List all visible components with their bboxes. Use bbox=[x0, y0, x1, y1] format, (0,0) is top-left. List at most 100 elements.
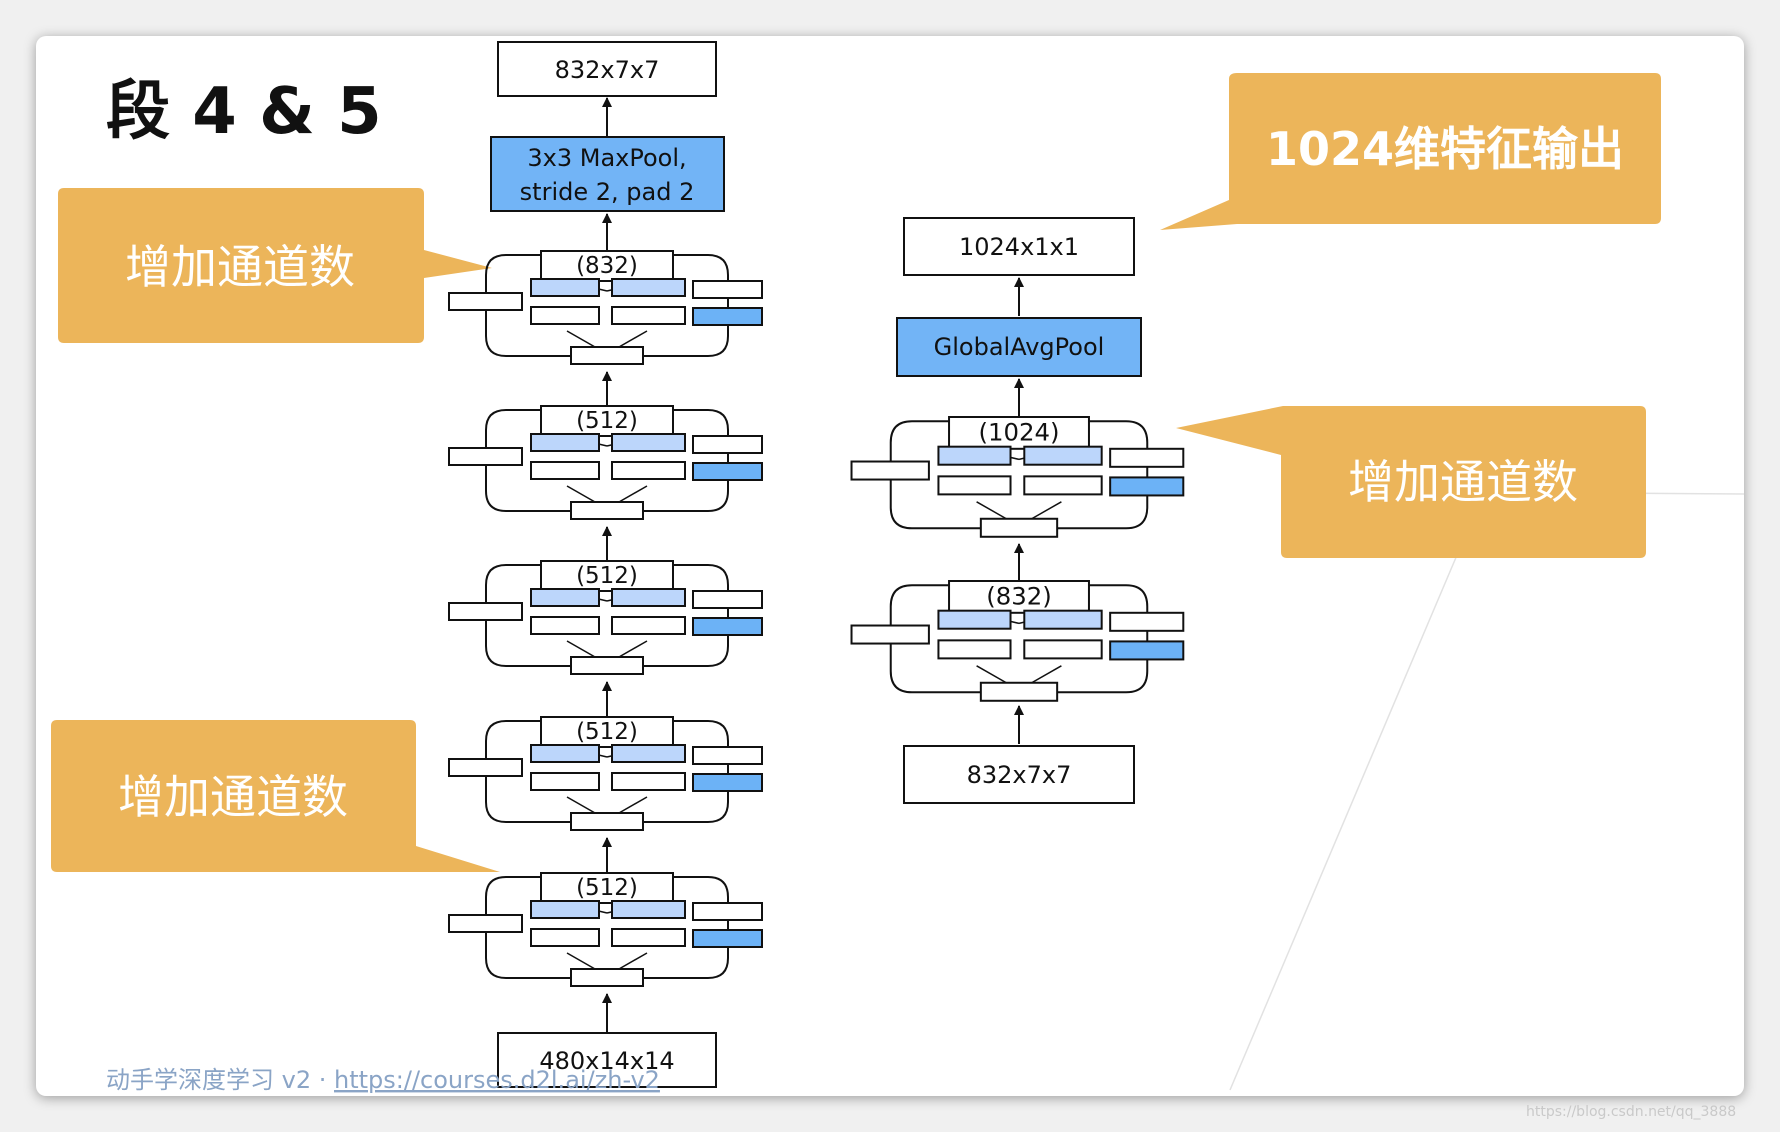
branch2-conv1x1 bbox=[530, 928, 600, 947]
branch3-conv5x5 bbox=[1023, 445, 1103, 466]
inception-channel-label: (832) bbox=[986, 581, 1052, 610]
branch2-conv1x1 bbox=[937, 639, 1012, 660]
branch3-conv5x5 bbox=[611, 278, 686, 297]
branch3-conv5x5 bbox=[611, 588, 686, 607]
branch2-conv1x1 bbox=[530, 616, 600, 635]
branch1-conv1x1 bbox=[448, 292, 523, 311]
concat-box bbox=[540, 872, 674, 904]
left-maxpool-line2: stride 2, pad 2 bbox=[520, 178, 695, 206]
inception-channel-label: (832) bbox=[576, 253, 638, 279]
branch4-maxpool bbox=[692, 307, 763, 326]
branch-connector bbox=[618, 330, 648, 348]
callout-bottom-left: 增加通道数 bbox=[51, 720, 500, 872]
callout-right: 增加通道数 bbox=[1176, 406, 1646, 558]
branch-connector bbox=[643, 409, 729, 512]
footer: 动手学深度学习 v2 · https://courses.d2l.ai/zh-v… bbox=[106, 1066, 660, 1094]
branch4-conv1x1 bbox=[692, 902, 763, 921]
right-output-box bbox=[903, 217, 1135, 276]
branch2-conv3x3 bbox=[530, 744, 600, 763]
branch4-conv1x1 bbox=[692, 590, 763, 609]
branch-connector bbox=[976, 501, 1007, 520]
right-input-box bbox=[903, 745, 1135, 804]
concat-box bbox=[540, 405, 674, 437]
branch4-maxpool bbox=[692, 773, 763, 792]
branch4-maxpool bbox=[692, 617, 763, 636]
branch-connector bbox=[976, 665, 1007, 684]
input-split-bar bbox=[570, 346, 644, 365]
left-output-box bbox=[497, 41, 717, 97]
branch4-maxpool bbox=[692, 462, 763, 481]
right-output-label: 1024x1x1 bbox=[959, 233, 1079, 261]
branch2-conv1x1 bbox=[937, 475, 1012, 496]
branch3-conv5x5 bbox=[611, 433, 686, 452]
global-avg-pool-label: GlobalAvgPool bbox=[934, 333, 1105, 361]
branch3-conv1x1 bbox=[611, 928, 686, 947]
branch-connector bbox=[566, 952, 596, 970]
branch2-conv3x3 bbox=[937, 609, 1012, 630]
callout-bottom-left-text: 增加通道数 bbox=[118, 770, 348, 824]
left-inception-block-2: (512) bbox=[448, 716, 763, 831]
branch4-conv1x1 bbox=[692, 280, 763, 299]
branch2-conv1x1 bbox=[530, 772, 600, 791]
inception-channel-label: (512) bbox=[576, 408, 638, 434]
right-input-label: 832x7x7 bbox=[967, 761, 1072, 789]
branch2-conv1x1 bbox=[530, 461, 600, 480]
concat-box bbox=[948, 416, 1090, 450]
branch3-conv1x1 bbox=[611, 461, 686, 480]
left-input-label: 480x14x14 bbox=[539, 1047, 674, 1075]
branch4-conv1x1 bbox=[692, 435, 763, 454]
left-maxpool-box bbox=[490, 136, 725, 212]
inception-channel-label: (1024) bbox=[978, 417, 1059, 446]
branch2-conv1x1 bbox=[530, 306, 600, 325]
branch-connector bbox=[618, 952, 648, 970]
input-split-bar bbox=[979, 517, 1059, 538]
branch1-conv1x1 bbox=[448, 758, 523, 777]
left-output-label: 832x7x7 bbox=[555, 56, 660, 84]
branch3-conv5x5 bbox=[611, 900, 686, 919]
branch1-conv1x1 bbox=[448, 602, 523, 621]
left-inception-block-1: (512) bbox=[448, 872, 763, 987]
branch-connector bbox=[1031, 501, 1062, 520]
branch3-conv1x1 bbox=[611, 772, 686, 791]
inception-channel-label: (512) bbox=[576, 719, 638, 745]
global-avg-pool-box bbox=[896, 317, 1142, 377]
branch-connector bbox=[643, 720, 729, 823]
left-inception-block-4: (512) bbox=[448, 405, 763, 520]
concat-box bbox=[540, 716, 674, 748]
branch2-conv3x3 bbox=[530, 433, 600, 452]
right-inception-block-1: (832) bbox=[850, 580, 1185, 702]
inception-channel-label: (512) bbox=[576, 563, 638, 589]
footer-link[interactable]: https://courses.d2l.ai/zh-v2 bbox=[334, 1066, 660, 1094]
right-column: 1024x1x1 GlobalAvgPool 832x7x7 bbox=[896, 217, 1142, 804]
left-column: 832x7x7 3x3 MaxPool, stride 2, pad 2 480… bbox=[490, 41, 725, 1088]
branch-connector bbox=[566, 485, 596, 503]
branch-connector bbox=[1057, 584, 1149, 694]
branch3-conv1x1 bbox=[1023, 475, 1103, 496]
input-split-bar bbox=[570, 501, 644, 520]
branch-connector bbox=[1057, 420, 1149, 530]
watermark: https://blog.csdn.net/qq_3888 bbox=[1526, 1104, 1736, 1120]
branch4-maxpool bbox=[692, 929, 763, 948]
concat-box bbox=[540, 560, 674, 592]
branch-connector bbox=[566, 330, 596, 348]
left-maxpool-line1: 3x3 MaxPool, bbox=[527, 144, 686, 172]
branch1-conv1x1 bbox=[850, 460, 930, 481]
callout-top-left: 增加通道数 bbox=[58, 188, 492, 343]
input-split-bar bbox=[979, 681, 1059, 702]
branch1-conv1x1 bbox=[448, 447, 523, 466]
left-input-box bbox=[497, 1032, 717, 1088]
branch3-conv1x1 bbox=[611, 306, 686, 325]
concat-box bbox=[948, 580, 1090, 614]
left-inception-block-5: (832) bbox=[448, 250, 763, 365]
branch2-conv3x3 bbox=[530, 900, 600, 919]
branch2-conv3x3 bbox=[530, 278, 600, 297]
branch4-conv1x1 bbox=[1109, 611, 1185, 632]
branch-connector bbox=[566, 640, 596, 658]
branch3-conv5x5 bbox=[611, 744, 686, 763]
left-inception-block-3: (512) bbox=[448, 560, 763, 675]
callout-top-left-text: 增加通道数 bbox=[125, 240, 355, 294]
branch1-conv1x1 bbox=[448, 914, 523, 933]
callout-top-right-text: 1024维特征输出 bbox=[1266, 122, 1624, 176]
